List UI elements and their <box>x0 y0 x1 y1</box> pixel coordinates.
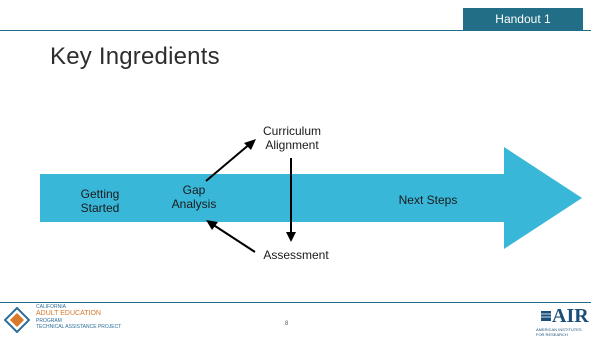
big-arrow <box>40 147 582 249</box>
assessment-label: Assessment <box>263 248 329 262</box>
caep-line-3: PROGRAM <box>36 318 62 324</box>
next-steps-label: Next Steps <box>398 193 458 207</box>
gap-to-curriculum-arrowhead <box>244 139 256 150</box>
curriculum-label-line1: Curriculum <box>262 124 321 138</box>
handout-badge: Handout 1 <box>463 8 583 30</box>
page-number: 8 <box>285 321 289 327</box>
air-logo: AIR <box>552 305 589 327</box>
curriculum-label-line2: Alignment <box>265 138 319 152</box>
caep-line-1: CALIFORNIA <box>36 304 67 310</box>
caep-diamond-logo-icon <box>4 307 30 333</box>
gap-to-curriculum-arrow <box>205 142 252 182</box>
curriculum-to-assessment-arrowhead <box>286 232 296 242</box>
air-logo-subtitle: AMERICAN INSTITUTES FOR RESEARCH <box>536 327 582 337</box>
gap-analysis-label: Gap Analysis <box>162 183 226 211</box>
caep-line-4: TECHNICAL ASSISTANCE PROJECT <box>36 324 122 330</box>
assessment-to-gap-arrowhead <box>206 220 218 230</box>
top-rule <box>0 30 591 31</box>
getting-label-line1: Getting <box>80 187 120 201</box>
caep-logo-text: CALIFORNIA ADULT EDUCATION PROGRAM TECHN… <box>36 304 121 330</box>
getting-started-label: Getting Started <box>70 187 130 215</box>
assessment-to-gap-arrow <box>211 223 256 253</box>
gap-label-line1: Gap <box>182 183 206 197</box>
getting-label-line2: Started <box>80 201 120 215</box>
curriculum-alignment-label: Curriculum Alignment <box>250 124 334 152</box>
bottom-rule <box>0 302 591 303</box>
slide-title: Key Ingredients <box>50 43 220 70</box>
caep-line-2: ADULT EDUCATION <box>36 310 101 317</box>
gap-label-line2: Analysis <box>171 197 217 211</box>
air-book-icon <box>541 311 551 321</box>
